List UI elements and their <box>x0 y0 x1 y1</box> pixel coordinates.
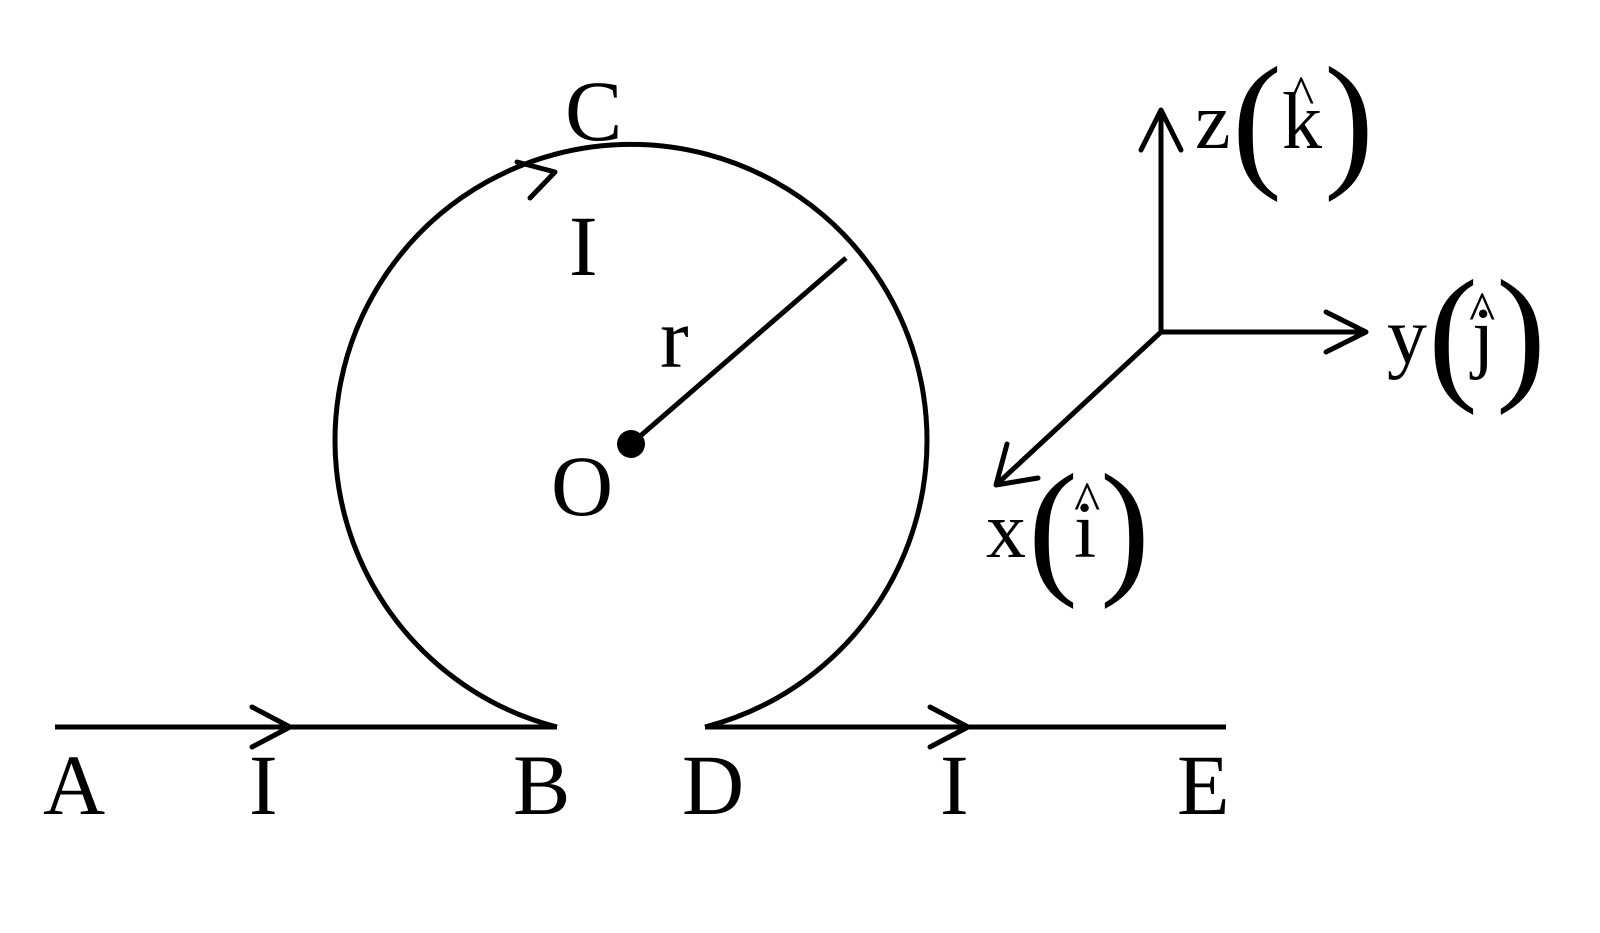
paren-close-z: ) <box>1324 37 1374 203</box>
label-point-b: B <box>513 737 570 833</box>
axis-label-y: y ( j ^ ) <box>1387 250 1546 416</box>
axis-letter-x: x <box>986 487 1026 575</box>
paren-open-x: ( <box>1028 444 1078 610</box>
axis-label-x: x ( i ^ ) <box>986 444 1150 610</box>
x-axis-arrow-icon <box>993 441 1041 488</box>
paren-close-y: ) <box>1496 250 1546 416</box>
unit-hat-i: ^ <box>1074 471 1100 533</box>
current-arrow-loop <box>514 159 558 201</box>
label-point-c: C <box>565 63 622 159</box>
current-arrow-de <box>927 704 971 750</box>
axis-letter-z: z <box>1195 78 1231 166</box>
paren-open-y: ( <box>1428 250 1478 416</box>
z-axis-arrow-icon <box>1138 107 1184 153</box>
unit-hat-j: ^ <box>1469 281 1495 343</box>
axis-letter-y: y <box>1387 293 1427 381</box>
unit-vector-k: k <box>1282 78 1322 166</box>
paren-open-z: ( <box>1232 37 1282 203</box>
unit-vector-j: j <box>1469 293 1494 381</box>
center-point <box>617 430 645 458</box>
x-axis <box>994 330 1163 487</box>
label-point-o: O <box>551 438 613 534</box>
radius-line <box>629 256 848 446</box>
axis-label-z: z ( k ^ ) <box>1195 37 1374 203</box>
unit-vector-i: i <box>1074 487 1096 575</box>
label-radius: r <box>660 290 689 386</box>
label-point-a: A <box>43 737 105 833</box>
current-arrow-ab <box>249 704 293 750</box>
y-axis-arrow-icon <box>1323 309 1369 355</box>
label-current-de: I <box>940 737 969 833</box>
circular-loop-bcd <box>332 141 930 730</box>
label-current-ab: I <box>249 737 278 833</box>
label-point-e: E <box>1177 737 1230 833</box>
paren-close-x: ) <box>1100 444 1150 610</box>
label-current-loop: I <box>569 198 598 294</box>
label-point-d: D <box>682 737 744 833</box>
unit-hat-k: ^ <box>1288 65 1314 127</box>
